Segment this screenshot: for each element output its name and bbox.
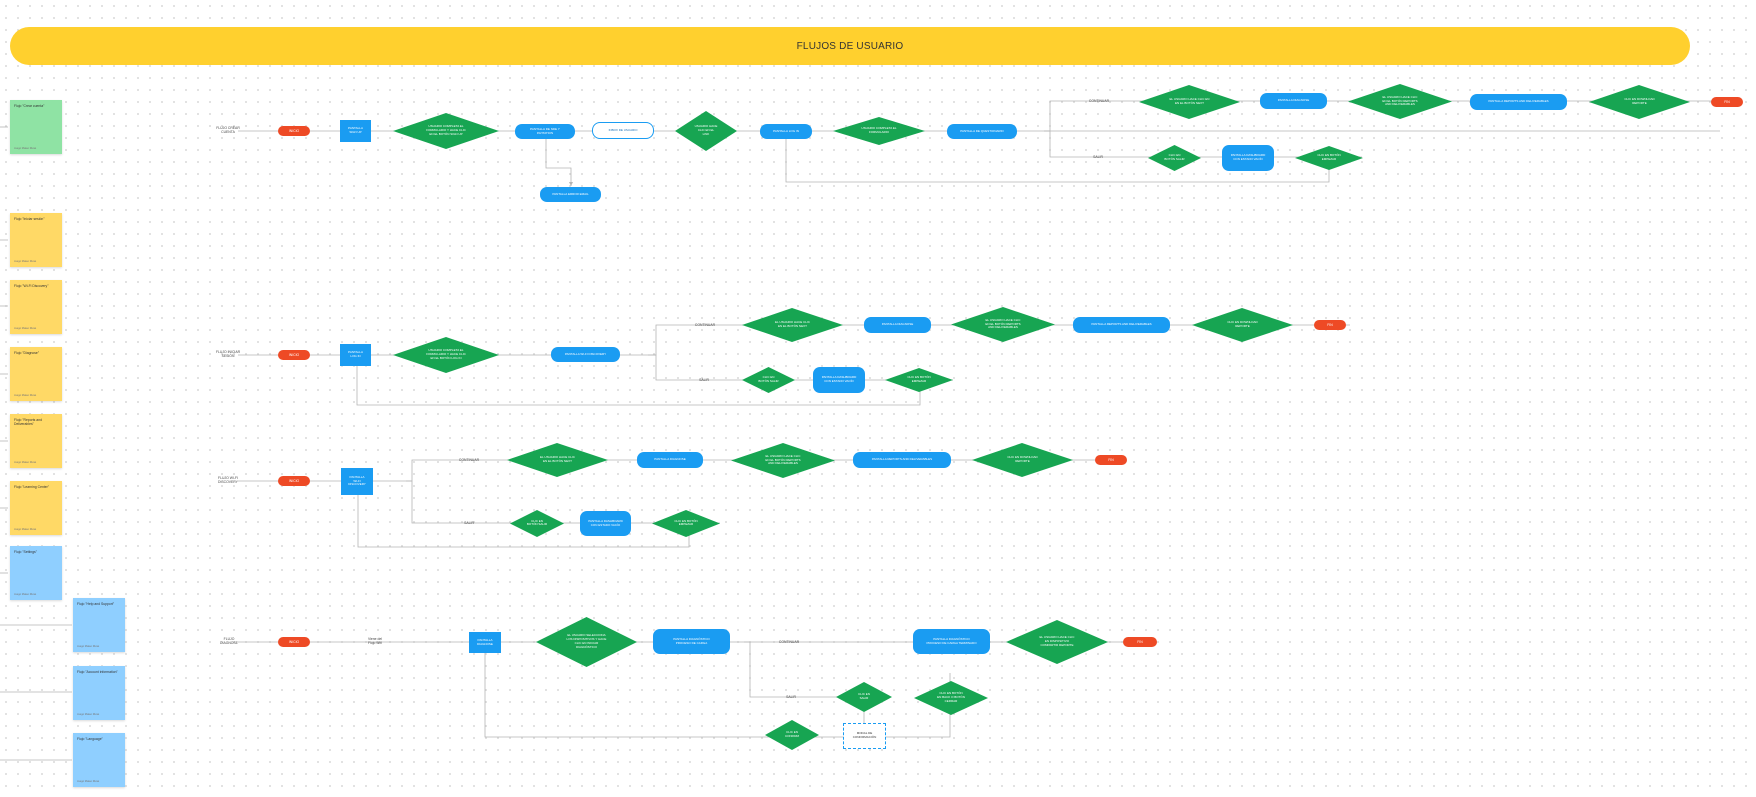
note-title: Flujo "Crear cuenta" [14, 104, 45, 108]
note-wifi-discovery[interactable]: Flujo "Wi-Fi Discovery" Juego Mateo Riva… [10, 280, 62, 334]
flow2-decision-empezar[interactable]: CLIC EN BOTÓN EMPEZAR [885, 368, 953, 392]
flow3-decision-empezar[interactable]: CLIC EN BOTÓN EMPEZAR [652, 510, 720, 537]
flow1-decision-link[interactable]: USUARIO HACE CLIC EN EL LINK [675, 111, 737, 151]
flow1-error-screen[interactable]: PANTALLA ERROR EMAIL [540, 187, 601, 202]
note-author: Juego Mateo Rivas [14, 146, 37, 150]
page-header: FLUJOS DE USUARIO [10, 27, 1690, 65]
flow4-decision-back[interactable]: CLIC EN BOTÓN EN BACK O BOTÓN CERRAR [914, 681, 988, 715]
note-title: Flujo "Iniciar sesión" [14, 217, 45, 221]
flow1-quest-screen[interactable]: PANTALLA DE QUESTIONARIO [947, 124, 1017, 139]
flow1-diagnose-screen[interactable]: PANTALLA DIAGNOSE [1260, 93, 1327, 109]
flow4-end[interactable]: FIN [1123, 637, 1157, 647]
flow4-loading-screen[interactable]: PANTALLA DIAGNÓSTICO PROCESO DE CARGA [653, 629, 730, 654]
flow1-label: FLUJO CREAR CUENTA [216, 126, 240, 135]
flow3-decision-next[interactable]: EL USUARIO HACE CLIC EN EL BOTÓN NEXT [507, 443, 608, 477]
flow3-wifi-screen[interactable]: PANTALLA WI-FI DISCOVERY [341, 468, 373, 495]
flow1-inbox[interactable]: INBOX DE USUARIO [592, 122, 654, 139]
note-author: Juego Mateo Rivas [14, 592, 37, 596]
flow2-decision-reports[interactable]: EL USUARIO HACE CLIC EN EL BOTÓN REPORTS… [951, 307, 1055, 342]
flow3-exit: SALIR [464, 521, 474, 525]
flow4-decision-select[interactable]: EL USUARIO SELECCIONA LOS DISPOSITIVOS Y… [536, 617, 637, 667]
flow4-decision-confirm[interactable]: CLIC EN CONFIRM [765, 720, 819, 750]
note-title: Flujo "Settings" [14, 550, 37, 554]
flow1-decision-form[interactable]: USUARIO COMPLETA EL FORMULARIO [833, 117, 925, 145]
flow1-nav-screen[interactable]: PANTALLA DE NDE Y INVITATION [515, 124, 575, 139]
flow2-decision-next[interactable]: EL USUARIO HACE CLIC EN EL BOTÓN NEXT [742, 308, 843, 342]
flow3-decision-reports[interactable]: EL USUARIO HACE CLIC EN EL BOTÓN REPORTS… [731, 443, 835, 478]
flow3-continue: CONTINUAR [458, 458, 480, 462]
flow4-loading-done-screen[interactable]: PANTALLA DIAGNÓSTICO PROCESO DE CARGA TE… [913, 629, 990, 654]
note-title: Flujo "Wi-Fi Discovery" [14, 284, 49, 288]
flow3-end[interactable]: FIN [1095, 455, 1127, 465]
flow4-exit: SALIR [786, 695, 796, 699]
note-title: Flujo "Reports and Deliverables" [14, 418, 42, 427]
flow4-start[interactable]: INICIO [278, 637, 310, 647]
flow1-start[interactable]: INICIO [278, 126, 310, 136]
note-learning-center[interactable]: Flujo "Learning Center" Juego Mateo Riva… [10, 481, 62, 535]
note-settings[interactable]: Flujo "Settings" Juego Mateo Rivas [10, 546, 62, 600]
note-iniciar-sesion[interactable]: Flujo "Iniciar sesión" Juego Mateo Rivas [10, 213, 62, 267]
flow4-decision-share[interactable]: EL USUARIO HACE CLIC EN DISPOSITIVO COMP… [1006, 620, 1108, 664]
flow3-diagnose-screen[interactable]: PANTALLA DIAGNOSE [637, 452, 703, 468]
flow3-reports-screen[interactable]: PANTALLA REPORTS AND DELIVERABLES [853, 452, 951, 468]
flow2-decision-download[interactable]: CLIC EN DOWNLOAD REPORTE [1192, 308, 1293, 342]
note-author: Juego Mateo Rivas [14, 527, 37, 531]
flow4-label: FLUJO DIAGNOSE [220, 637, 238, 646]
flow3-start[interactable]: INICIO [278, 476, 310, 486]
note-language[interactable]: Flujo "Language" Juego Mateo Rivas [73, 733, 125, 787]
note-title: Flujo "Diagnose" [14, 351, 40, 355]
note-reports[interactable]: Flujo "Reports and Deliverables" Juego M… [10, 414, 62, 468]
flow2-end[interactable]: FIN [1314, 320, 1346, 330]
flow4-continue: CONTINUAR [778, 640, 800, 644]
flow1-signup-screen[interactable]: PANTALLA SIGN UP [340, 120, 371, 142]
flow1-decision-empezar[interactable]: CLIC EN BOTÓN EMPEZAR [1295, 146, 1363, 170]
flow1-login-screen[interactable]: PANTALLA LOG IN [760, 124, 812, 139]
flow4-from-wifi: Viene del Flujo Wifi [367, 637, 383, 646]
note-author: Juego Mateo Rivas [77, 712, 100, 716]
flow1-decision-signup[interactable]: USUARIO COMPLETA EL FORMULARIO Y HACE CL… [393, 113, 499, 149]
flow1-exit: SALIR [1093, 155, 1103, 159]
note-title: Flujo "Language" [77, 737, 103, 741]
page-title: FLUJOS DE USUARIO [796, 40, 904, 52]
flow2-label: FLUJO INICIAR SESIÓN [215, 350, 241, 359]
flow2-decision-exit[interactable]: CLIC EN BOTÓN SALIR [742, 367, 795, 393]
note-crear-cuenta[interactable]: Flujo "Crear cuenta" Juego Mateo Rivas [10, 100, 62, 154]
flow2-wifi-screen[interactable]: PANTALLA WI-FI DISCOVERY [551, 347, 620, 362]
flow1-decision-exit[interactable]: CLIC EN BOTÓN SALIR [1148, 145, 1201, 171]
flow2-reports-screen[interactable]: PANTALLA REPORTS AND DELIVERABLES [1073, 317, 1170, 333]
flow1-reports-screen[interactable]: PANTALLA REPORTS AND DELIVERABLES [1470, 94, 1567, 110]
flow2-continue: CONTINUAR [694, 323, 716, 327]
note-account-info[interactable]: Flujo "Account information" Juego Mateo … [73, 666, 125, 720]
flow4-diagnose-screen[interactable]: PANTALLA DIAGNOSE [469, 632, 501, 653]
flow3-decision-exit[interactable]: CLIC EN BOTÓN SALIR [510, 510, 564, 537]
flow3-dashboard-screen[interactable]: PANTALLA DASHBOARD CON ESTADO VACÍO [580, 511, 631, 536]
flow3-label: FLUJO WI-FI DISCOVERY [218, 476, 238, 485]
note-author: Juego Mateo Rivas [14, 259, 37, 263]
flow4-decision-exit[interactable]: CLIC EN SALIR [836, 682, 892, 712]
note-title: Flujo "Account information" [77, 670, 118, 674]
flow1-decision-next[interactable]: EL USUARIO HACE CLIC EN EN EL BOTÓN NEXT [1139, 85, 1240, 119]
note-title: Flujo "Help and Support" [77, 602, 115, 606]
note-author: Juego Mateo Rivas [77, 779, 100, 783]
flow2-exit: SALIR [699, 378, 709, 382]
flow1-decision-download[interactable]: CLIC EN DOWNLOAD REPORTE [1589, 85, 1690, 119]
flow2-dashboard-screen[interactable]: PANTALLA DASHBOARD CON ESTADO VACÍO [813, 367, 865, 393]
note-author: Juego Mateo Rivas [14, 326, 37, 330]
flow1-continue: CONTINUAR [1088, 99, 1110, 103]
note-help-support[interactable]: Flujo "Help and Support" Juego Mateo Riv… [73, 598, 125, 652]
note-diagnose[interactable]: Flujo "Diagnose" Juego Mateo Rivas [10, 347, 62, 401]
flow3-decision-download[interactable]: CLIC EN DOWNLOAD REPORTE [972, 443, 1073, 477]
flow2-decision-login[interactable]: USUARIO COMPLETA EL FORMULARIO Y HACE CL… [393, 337, 499, 373]
note-author: Juego Mateo Rivas [14, 393, 37, 397]
flow1-decision-reports[interactable]: EL USUARIO HACE CLIC EN EL BOTÓN REPORTS… [1348, 84, 1452, 119]
flow1-end[interactable]: FIN [1711, 97, 1743, 107]
flow2-start[interactable]: INICIO [278, 350, 310, 360]
note-author: Juego Mateo Rivas [77, 644, 100, 648]
flow2-diagnose-screen[interactable]: PANTALLA DIAGNOSE [864, 317, 931, 333]
flow1-dashboard-screen[interactable]: PANTALLA DASHBOARD CON ESTADO VACÍO [1222, 145, 1274, 171]
note-author: Juego Mateo Rivas [14, 460, 37, 464]
flow4-confirm-modal[interactable]: MODAL DE CONFIRMACIÓN [843, 723, 886, 749]
note-title: Flujo "Learning Center" [14, 485, 50, 489]
flow2-login-screen[interactable]: PANTALLA LOG IN [340, 344, 371, 366]
